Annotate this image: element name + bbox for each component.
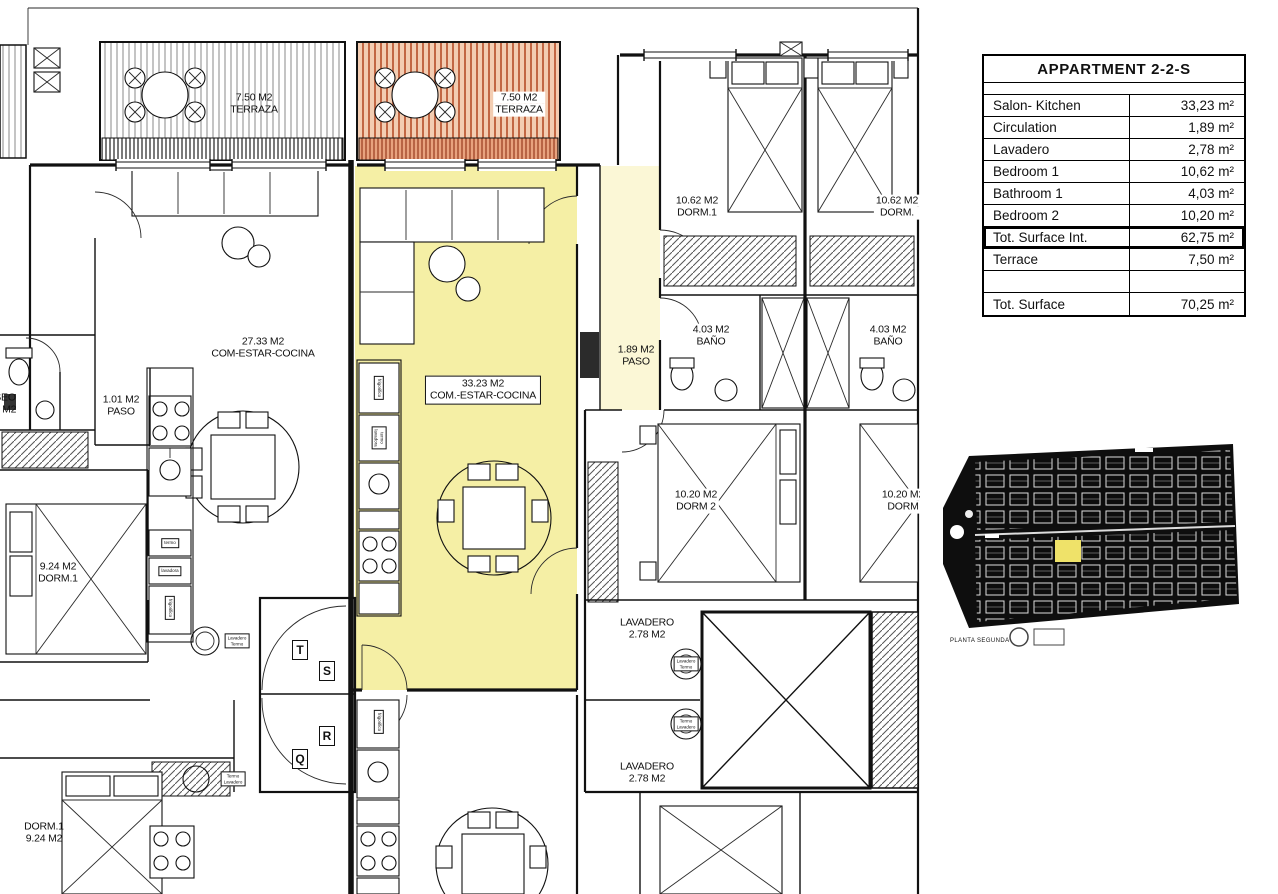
area-row-label: Bedroom 2 — [984, 205, 1130, 226]
area-row-label: Bathroom 1 — [984, 183, 1130, 204]
area-table-row: Tot. Surface Int. 62,75 m² — [984, 227, 1244, 249]
stairwell-group — [258, 596, 357, 794]
bottom-left-unit-group — [0, 699, 235, 894]
area-row-value: 33,23 m² — [1180, 98, 1234, 113]
area-table-rows: Salon- Kitchen 33,23 m² Circulation 1,89 m²… — [984, 95, 1244, 315]
floor-plan-drawing — [0, 7, 920, 894]
area-row-value: 62,75 m² — [1180, 230, 1234, 245]
area-row-value: 4,03 m² — [1188, 186, 1234, 201]
area-row-label: Bedroom 1 — [984, 161, 1130, 182]
area-row-value — [1130, 271, 1244, 292]
area-table-row: Terrace 7,50 m² — [984, 249, 1244, 271]
area-row-value: 2,78 m² — [1188, 142, 1234, 157]
area-table-row: Bathroom 1 4,03 m² — [984, 183, 1244, 205]
left-edge-structures — [0, 44, 61, 159]
area-table-title: APPARTMENT 2-2-S — [984, 56, 1244, 83]
area-table-row: Circulation 1,89 m² — [984, 117, 1244, 139]
left-apartment-group — [0, 163, 351, 663]
area-row-label — [984, 271, 1130, 292]
area-row-label: Terrace — [984, 249, 1130, 270]
keyplan-logo — [1009, 627, 1065, 647]
right-panel: APPARTMENT 2-2-S Salon- Kitchen 33,23 m² C… — [920, 0, 1278, 894]
terrace-main-group — [356, 41, 561, 161]
area-row-value: 70,25 m² — [1180, 296, 1234, 312]
bottom-center-unit-group — [356, 695, 579, 894]
area-row-label: Tot. Surface Int. — [984, 227, 1130, 248]
area-row-label: Lavadero — [984, 139, 1130, 160]
terrace-left-group — [99, 41, 346, 161]
area-row-value: 10,20 m² — [1180, 208, 1234, 223]
area-table: APPARTMENT 2-2-S Salon- Kitchen 33,23 m² C… — [982, 54, 1246, 317]
area-table-spacer — [984, 83, 1244, 95]
area-table-row: Lavadero 2,78 m² — [984, 139, 1244, 161]
area-row-value: 10,62 m² — [1180, 164, 1234, 179]
area-table-row: Tot. Surface 70,25 m² — [984, 293, 1244, 315]
bedrooms-group — [583, 41, 919, 792]
main-apartment-group — [348, 55, 620, 894]
area-row-value: 7,50 m² — [1188, 252, 1234, 267]
keyplan-highlighted-unit — [1055, 540, 1081, 562]
area-table-row: Bedroom 2 10,20 m² — [984, 205, 1244, 227]
area-table-row: Salon- Kitchen 33,23 m² — [984, 95, 1244, 117]
area-row-label: Tot. Surface — [984, 293, 1130, 315]
key-plan — [943, 444, 1239, 628]
area-row-label: Salon- Kitchen — [984, 95, 1130, 116]
area-table-row: Bedroom 1 10,62 m² — [984, 161, 1244, 183]
windows-group — [115, 49, 909, 171]
elevator-group — [585, 610, 919, 894]
area-row-label: Circulation — [984, 117, 1130, 138]
area-table-row — [984, 271, 1244, 293]
area-row-value: 1,89 m² — [1188, 120, 1234, 135]
keyplan-caption: PLANTA SEGUNDA — [950, 638, 1010, 644]
